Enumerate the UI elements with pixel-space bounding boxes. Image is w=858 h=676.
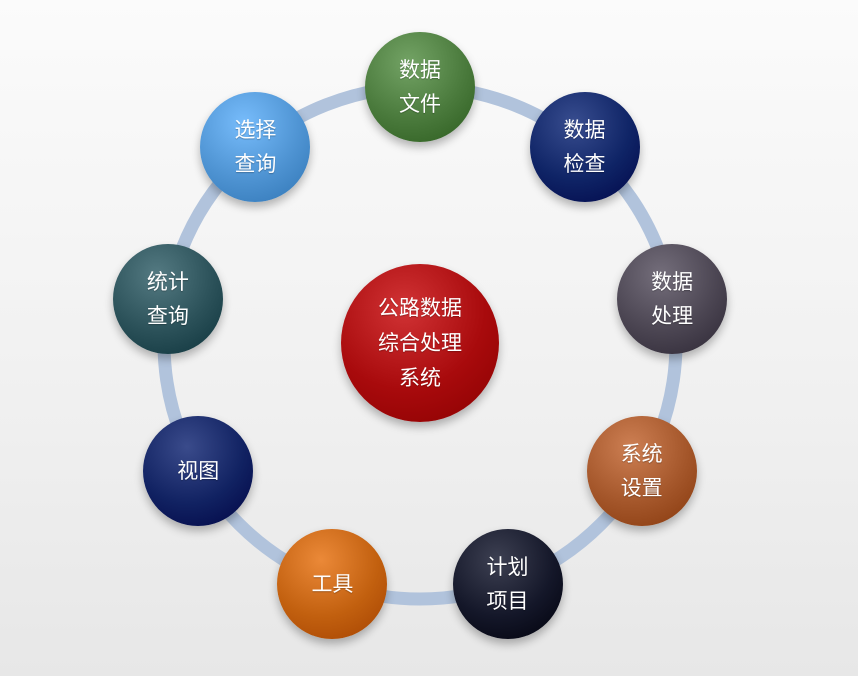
node-select-query-label: 选择 查询 [234, 117, 277, 176]
node-plan-project-label: 计划 项目 [486, 554, 529, 613]
node-system-settings-label: 系统 设置 [620, 442, 663, 500]
node-data-check[interactable]: 数据 检查 [529, 91, 640, 202]
node-view-label: 视图 [177, 459, 220, 483]
node-view[interactable]: 视图 [143, 416, 254, 526]
node-data-file[interactable]: 数据 文件 [365, 32, 475, 142]
node-data-process[interactable]: 数据 处理 [617, 243, 728, 354]
node-stat-query[interactable]: 统计 查询 [112, 243, 223, 354]
node-plan-project[interactable]: 计划 项目 [452, 528, 563, 639]
center-system-label: 公路数据 综合处理 系统 [378, 295, 462, 390]
node-data-file-label: 数据 文件 [399, 58, 441, 116]
node-tools-label: 工具 [311, 571, 354, 596]
center-system-node[interactable]: 公路数据 综合处理 系统 [341, 264, 499, 422]
node-system-settings[interactable]: 系统 设置 [586, 416, 697, 526]
node-data-process-label: 数据 处理 [651, 269, 694, 328]
node-data-check-label: 数据 检查 [563, 117, 606, 176]
node-tools[interactable]: 工具 [277, 528, 388, 639]
node-select-query[interactable]: 选择 查询 [200, 91, 311, 202]
node-stat-query-label: 统计 查询 [146, 269, 189, 328]
